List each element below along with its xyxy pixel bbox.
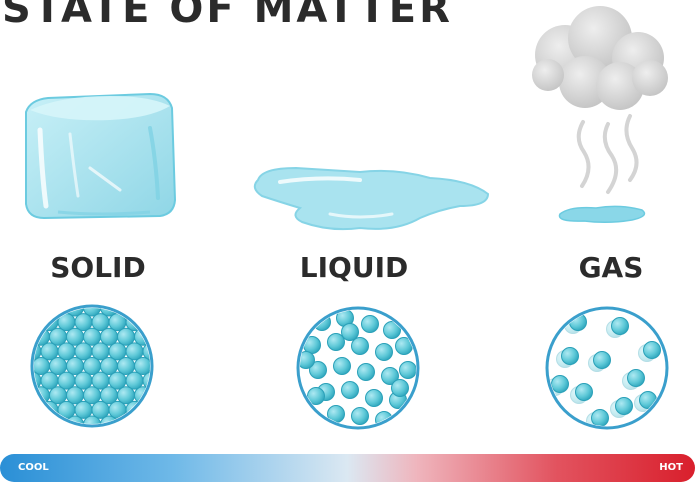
- particle: [108, 342, 127, 361]
- particle: [551, 375, 569, 393]
- gas-particle-diagram: [545, 306, 669, 430]
- particle: [100, 327, 118, 346]
- liquid-label: LIQUID: [299, 251, 409, 284]
- particle: [117, 357, 135, 375]
- particle: [593, 351, 611, 369]
- particle: [117, 327, 135, 346]
- particle: [381, 367, 399, 385]
- particle: [117, 386, 135, 405]
- particle: [74, 313, 93, 332]
- particle: [91, 342, 110, 361]
- temperature-scale-bar: [0, 454, 695, 482]
- liquid-particle-diagram: [296, 306, 420, 430]
- solid-particle-diagram: [30, 304, 154, 428]
- particle: [627, 369, 645, 387]
- particle: [351, 407, 369, 425]
- particle: [83, 308, 101, 317]
- particle: [74, 400, 93, 419]
- particle: [57, 342, 76, 361]
- ice-cube-icon: [25, 92, 177, 220]
- particle: [66, 386, 84, 405]
- particle: [399, 361, 416, 379]
- particle: [40, 371, 59, 390]
- illustration: [25, 6, 669, 430]
- cool-label: COOL: [18, 462, 49, 473]
- particle: [351, 337, 369, 355]
- particle: [40, 342, 59, 361]
- gas-label: GAS: [578, 251, 644, 284]
- particle: [341, 381, 359, 399]
- particle: [66, 327, 84, 346]
- particle: [100, 386, 118, 405]
- particle: [91, 313, 110, 332]
- particle: [49, 386, 67, 405]
- particle: [383, 321, 401, 339]
- particle: [300, 351, 315, 369]
- particle: [57, 371, 76, 390]
- solid-label: SOLID: [50, 251, 146, 284]
- particle: [49, 357, 67, 375]
- particle: [91, 371, 110, 390]
- particle: [341, 323, 359, 341]
- particle: [125, 342, 144, 361]
- particle: [125, 371, 144, 390]
- small-puddle-icon: [558, 205, 646, 224]
- particle: [49, 327, 67, 346]
- particle: [91, 400, 110, 419]
- particle: [611, 317, 629, 335]
- particle: [643, 341, 661, 359]
- cloud-icon: [532, 6, 668, 110]
- particle: [100, 357, 118, 375]
- particle: [375, 343, 393, 361]
- particle: [307, 387, 325, 405]
- particle: [591, 409, 609, 426]
- particle: [83, 327, 101, 346]
- hot-label: HOT: [659, 462, 683, 473]
- particle: [357, 363, 375, 381]
- particle: [83, 386, 101, 405]
- particle: [108, 371, 127, 390]
- particle: [309, 361, 327, 379]
- particle: [83, 415, 101, 424]
- particle: [83, 357, 101, 375]
- particle: [333, 357, 351, 375]
- particle: [66, 357, 84, 375]
- particle: [74, 342, 93, 361]
- particle: [365, 389, 383, 407]
- particle: [361, 315, 379, 333]
- particle: [615, 397, 633, 415]
- steam-icon: [576, 114, 639, 194]
- particle: [575, 383, 593, 401]
- particle: [74, 371, 93, 390]
- particle: [34, 357, 50, 375]
- water-puddle-icon: [253, 166, 490, 231]
- particle: [134, 357, 150, 375]
- particle: [327, 333, 345, 351]
- page-title: STATE OF MATTER: [2, 0, 453, 32]
- particle: [561, 347, 579, 365]
- particle: [391, 379, 409, 397]
